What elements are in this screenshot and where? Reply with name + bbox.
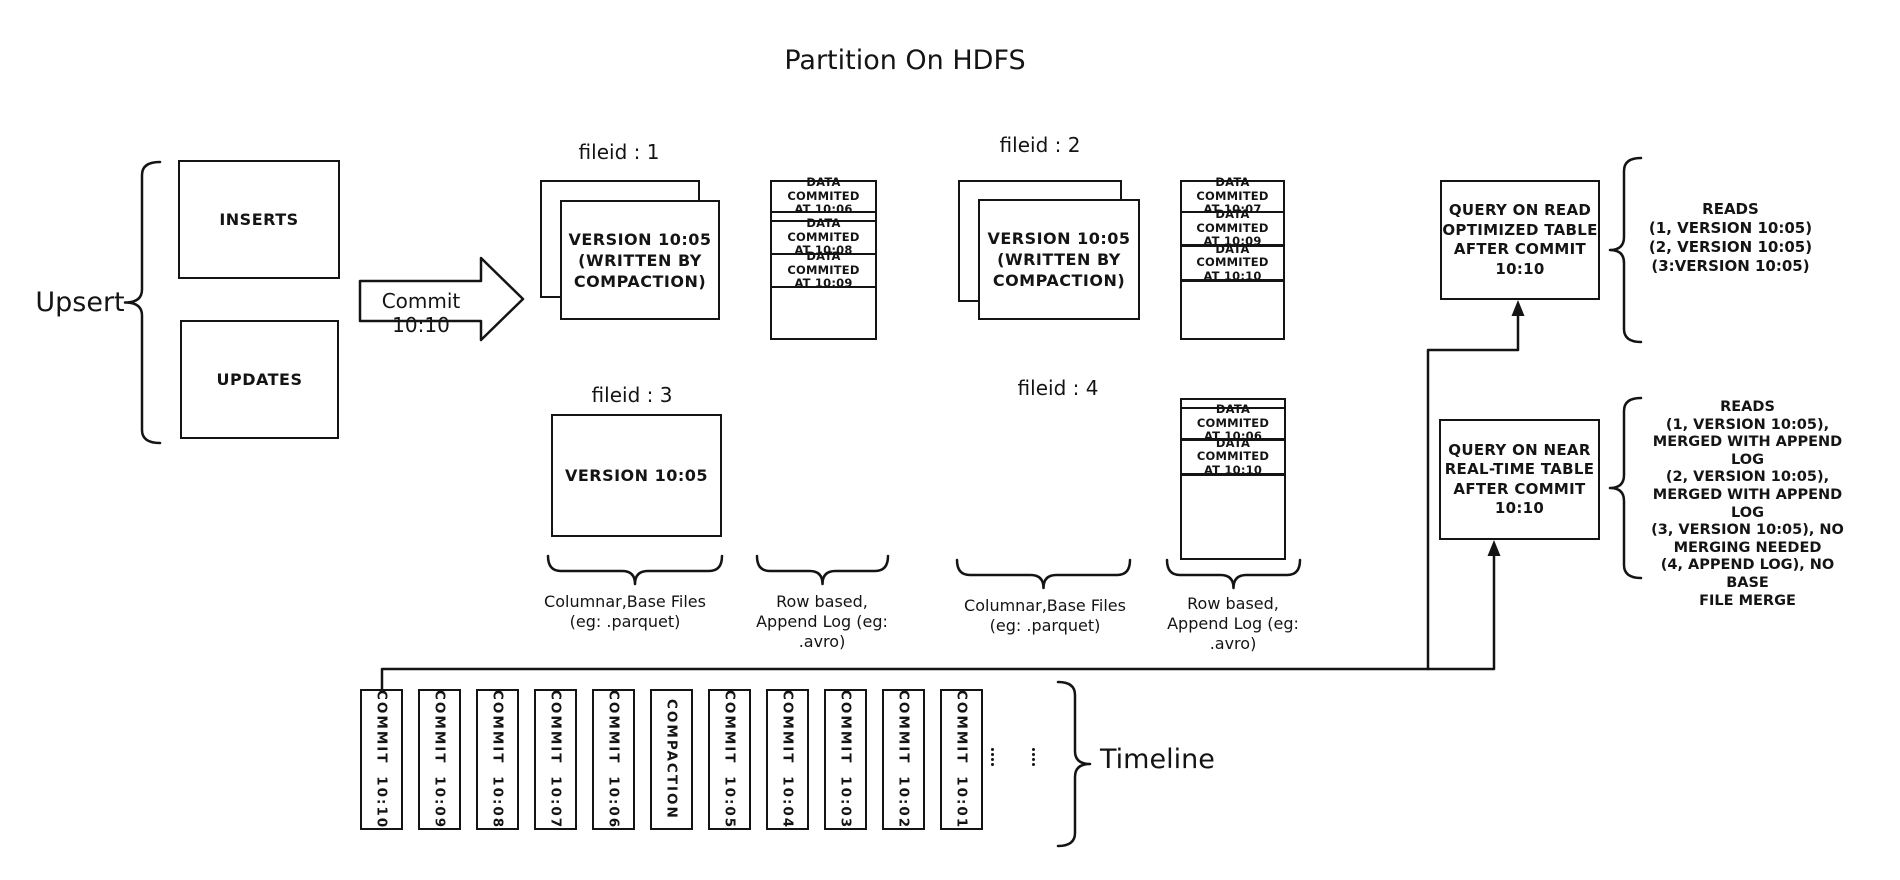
diagram-title: Partition On HDFS bbox=[784, 45, 1026, 76]
fileid-2-label: fileid : 2 bbox=[999, 133, 1081, 157]
log-entry: DATA COMMITED AT 10:09 bbox=[1182, 207, 1283, 248]
append-log-caption-2: Row based, Append Log (eg: .avro) bbox=[1167, 594, 1299, 653]
log-separator bbox=[772, 213, 875, 222]
fileid-1-append-log: DATA COMMITED AT 10:06 DATA COMMITED AT … bbox=[770, 175, 877, 340]
inserts-box: INSERTS bbox=[178, 160, 340, 279]
commit-arrow-label: Commit 10:10 bbox=[381, 289, 461, 337]
log-entry: DATA COMMITED AT 10:10 bbox=[1182, 242, 1283, 283]
timeline-commit-box: COMMIT 10:08 bbox=[476, 689, 519, 830]
timeline-commit-box: COMMIT 10:02 bbox=[882, 689, 925, 830]
upsert-label: Upsert bbox=[35, 287, 125, 318]
log-entry: DATA COMMITED AT 10:09 bbox=[772, 249, 875, 290]
log-empty-space bbox=[1182, 476, 1284, 558]
query-near-realtime-box: QUERY ON NEAR REAL-TIME TABLE AFTER COMM… bbox=[1439, 419, 1600, 540]
reads-optimized-text: READS (1, VERSION 10:05) (2, VERSION 10:… bbox=[1648, 200, 1813, 275]
fileid-3-label: fileid : 3 bbox=[591, 383, 673, 407]
fileid-3-base-file: VERSION 10:05 bbox=[551, 414, 722, 537]
log-entry: DATA COMMITED AT 10:06 bbox=[772, 175, 875, 216]
timeline-commit-box: COMPACTION bbox=[650, 689, 693, 830]
timeline-commit-box: COMMIT 10:07 bbox=[534, 689, 577, 830]
upsert-brace bbox=[123, 160, 162, 445]
log-entry: DATA COMMITED AT 10:08 bbox=[772, 216, 875, 257]
reads-realtime-brace bbox=[1608, 396, 1643, 580]
reads-realtime-text: READS (1, VERSION 10:05), MERGED WITH AP… bbox=[1651, 399, 1844, 609]
log-empty-space bbox=[772, 288, 875, 338]
updates-box: UPDATES bbox=[180, 320, 339, 439]
query-read-optimized-box: QUERY ON READ OPTIMIZED TABLE AFTER COMM… bbox=[1440, 180, 1600, 300]
log-entry: DATA COMMITED AT 10:10 bbox=[1182, 436, 1284, 477]
timeline-brace bbox=[1056, 680, 1092, 848]
append-log-brace-1 bbox=[755, 554, 890, 586]
fileid-1-base-file: VERSION 10:05 (WRITTEN BY COMPACTION) bbox=[560, 200, 720, 320]
timeline-commit-box: COMMIT 10:10 bbox=[360, 689, 403, 830]
columnar-files-caption-2: Columnar,Base Files (eg: .parquet) bbox=[964, 596, 1126, 635]
timeline-commit-box: COMMIT 10:06 bbox=[592, 689, 635, 830]
fileid-2-base-file: VERSION 10:05 (WRITTEN BY COMPACTION) bbox=[978, 199, 1140, 320]
fileid-2-append-log: DATA COMMITED AT 10:07 DATA COMMITED AT … bbox=[1180, 175, 1285, 340]
timeline-commit-box: COMMIT 10:04 bbox=[766, 689, 809, 830]
log-empty-space bbox=[1182, 282, 1283, 338]
timeline-ellipsis-dots bbox=[991, 748, 994, 766]
reads-optimized-brace bbox=[1608, 156, 1643, 344]
log-entry: DATA COMMITED AT 10:06 bbox=[1182, 402, 1284, 443]
log-separator bbox=[1182, 400, 1284, 409]
timeline-commit-box: COMMIT 10:09 bbox=[418, 689, 461, 830]
timeline-commit-box: COMMIT 10:03 bbox=[824, 689, 867, 830]
columnar-files-brace-1 bbox=[546, 554, 724, 586]
timeline-ellipsis-dots bbox=[1032, 748, 1035, 766]
log-entry: DATA COMMITED AT 10:07 bbox=[1182, 175, 1283, 216]
arrowhead-near-realtime bbox=[1487, 540, 1501, 556]
fileid-4-append-log: DATA COMMITED AT 10:06 DATA COMMITED AT … bbox=[1180, 398, 1286, 560]
fileid-4-label: fileid : 4 bbox=[1017, 376, 1099, 400]
timeline-commit-box: COMMIT 10:01 bbox=[940, 689, 983, 830]
columnar-files-caption-1: Columnar,Base Files (eg: .parquet) bbox=[544, 592, 706, 631]
timeline-label: Timeline bbox=[1100, 744, 1215, 775]
append-log-caption-1: Row based, Append Log (eg: .avro) bbox=[756, 592, 888, 651]
timeline-commit-box: COMMIT 10:05 bbox=[708, 689, 751, 830]
fileid-1-label: fileid : 1 bbox=[578, 140, 660, 164]
append-log-brace-2 bbox=[1165, 558, 1302, 590]
arrowhead-read-optimized bbox=[1511, 300, 1525, 316]
columnar-files-brace-2 bbox=[955, 558, 1132, 590]
timeline: COMMIT 10:10 COMMIT 10:09 COMMIT 10:08 COMM… bbox=[360, 689, 983, 830]
